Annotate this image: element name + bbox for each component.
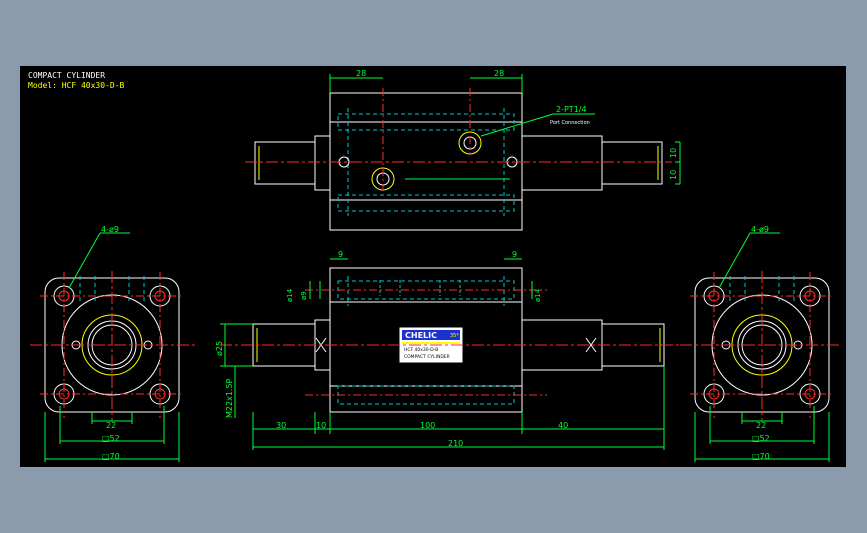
- port-sub-label: Port Connection: [550, 120, 590, 126]
- front-dim-210: 210: [448, 439, 463, 448]
- right-end-view: [680, 232, 842, 462]
- left-end-view: [30, 232, 195, 462]
- front-phi9-left: ø9: [300, 291, 308, 300]
- front-dim-40: 40: [558, 421, 568, 430]
- right-dim-52: □52: [752, 434, 770, 443]
- front-phi14-right: ø14: [534, 288, 542, 302]
- front-phi25: ø25: [215, 341, 224, 356]
- nameplate-brand: CHELIC: [405, 331, 437, 340]
- drawing-model: Model: HCF 40x30-D-B: [28, 81, 125, 90]
- top-view: [245, 74, 681, 231]
- front-phi14-left: ø14: [286, 288, 294, 302]
- front-view: [220, 258, 680, 450]
- left-dim-70: □70: [102, 452, 120, 461]
- drawing-canvas: COMPACT CYLINDER Model: HCF 40x30-D-B: [20, 66, 846, 467]
- front-dim-30: 30: [276, 421, 286, 430]
- cad-drawing: 28 28 2-PT1/4 Port Connection 10 10: [30, 69, 842, 462]
- front-dim-9-right: 9: [512, 250, 517, 259]
- drawing-title: COMPACT CYLINDER: [28, 71, 106, 80]
- nameplate-type: COMPACT CYLINDER: [404, 354, 450, 360]
- front-dim-10: 10: [316, 421, 326, 430]
- left-dim-52: □52: [102, 434, 120, 443]
- port-label: 2-PT1/4: [556, 105, 587, 114]
- nameplate-model: HCF 40x30-D-B: [404, 347, 438, 353]
- right-dim-22: 22: [756, 421, 766, 430]
- right-holes-label: 4-ø9: [751, 225, 769, 234]
- dim-right-10b: 10: [669, 170, 678, 180]
- nameplate-code: 35*: [450, 333, 459, 339]
- front-dim-9-left: 9: [338, 250, 343, 259]
- front-thread: M22x1.5P: [225, 378, 234, 418]
- left-dim-22: 22: [106, 421, 116, 430]
- right-dim-70: □70: [752, 452, 770, 461]
- dim-right-10a: 10: [669, 148, 678, 158]
- left-holes-label: 4-ø9: [101, 225, 119, 234]
- dim-top-right: 28: [494, 69, 504, 78]
- front-dim-100: 100: [420, 421, 435, 430]
- dim-top-left: 28: [356, 69, 366, 78]
